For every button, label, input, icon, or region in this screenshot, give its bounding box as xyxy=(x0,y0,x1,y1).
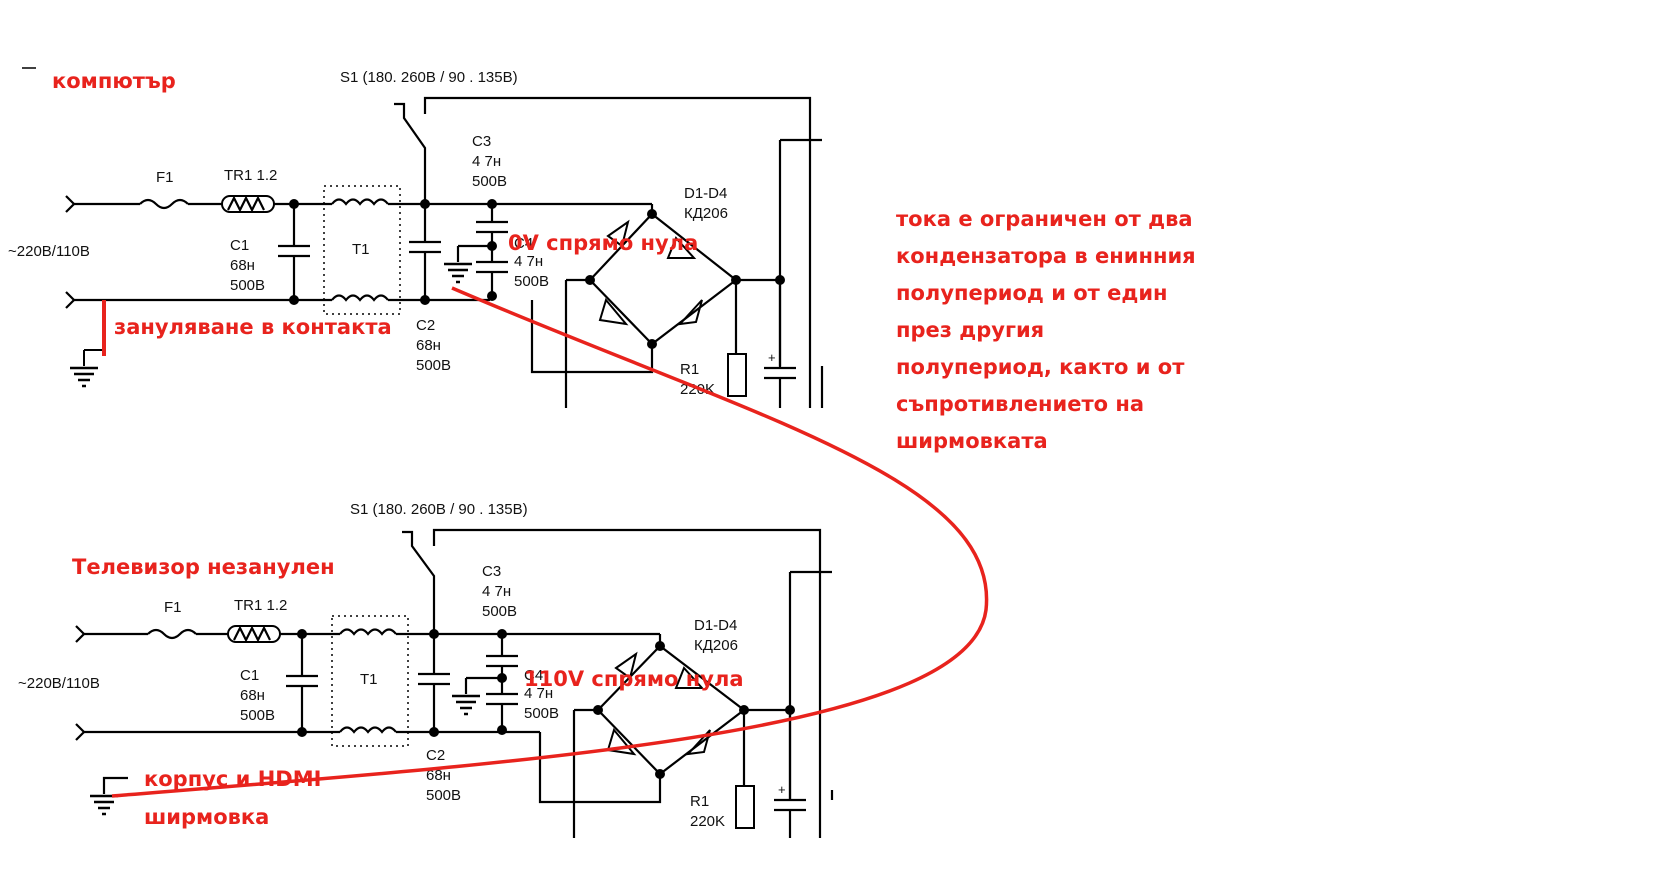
c1-value-top: 68н xyxy=(230,257,255,274)
explanation-line-4: през другия xyxy=(896,318,1044,342)
c4-voltage-bottom: 500В xyxy=(524,705,559,722)
choke-t1-top-b xyxy=(339,628,397,636)
c3-value-bottom: 4 7н xyxy=(482,583,511,600)
c1-name-top: C1 xyxy=(230,237,249,254)
thermistor-label-top: TR1 1.2 xyxy=(224,167,277,184)
r1-name-bottom: R1 xyxy=(690,793,709,810)
bridge-name-top: D1-D4 xyxy=(684,185,727,202)
note-110-volt: 110V спрямо нула xyxy=(524,667,744,691)
title-computer: компютър xyxy=(52,69,176,93)
c4-name-bottom: C4 xyxy=(524,667,543,684)
c4-value-bottom: 4 7н xyxy=(524,685,553,702)
c2-name-bottom: C2 xyxy=(426,747,445,764)
note-zero-volt: 0V спрямо нула xyxy=(508,231,698,255)
switch-s1 xyxy=(394,102,427,204)
bridge-type-bottom: КД206 xyxy=(694,637,738,654)
input-label-top: ~220В/110В xyxy=(8,243,90,260)
choke-t1-top xyxy=(331,198,389,206)
input-label-bottom: ~220В/110В xyxy=(18,675,100,692)
explanation-text: тока е ограничен от два кондензатора в е… xyxy=(896,207,1196,453)
fuse-label-top: F1 xyxy=(156,169,174,186)
explanation-line-5: полупериод, както и от xyxy=(896,355,1185,379)
c3-name-top: C3 xyxy=(472,133,491,150)
c4-voltage-top: 500В xyxy=(514,273,549,290)
input-terminal-bottom-b xyxy=(75,723,86,741)
fuse-label-bottom: F1 xyxy=(164,599,182,616)
explanation-line-3: полупериод и от един xyxy=(896,281,1168,305)
c1-voltage-top: 500В xyxy=(230,277,265,294)
explanation-line-2: кондензатора в енинния xyxy=(896,244,1196,268)
thermistor-label-bottom: TR1 1.2 xyxy=(234,597,287,614)
c2-value-top: 68н xyxy=(416,337,441,354)
choke-t1-bottom-b xyxy=(339,726,397,734)
c4-name-top: C4 xyxy=(514,235,533,252)
choke-t1-bottom xyxy=(331,294,389,302)
c4-value-top: 4 7н xyxy=(514,253,543,270)
c2-name-top: C2 xyxy=(416,317,435,334)
c3-value-top: 4 7н xyxy=(472,153,501,170)
title-tv: Телевизор незанулен xyxy=(72,555,335,579)
bottom-circuit: + xyxy=(75,528,834,838)
t1-label-bottom: T1 xyxy=(360,671,378,688)
note-case-line2: ширмовка xyxy=(144,805,269,829)
fuse-f1-b xyxy=(147,628,197,640)
bridge-name-bottom: D1-D4 xyxy=(694,617,737,634)
svg-text:+: + xyxy=(768,350,776,365)
switch-label-top: S1 (180. 260В / 90 . 135В) xyxy=(340,69,518,86)
explanation-line-1: тока е ограничен от два xyxy=(896,207,1193,231)
c2-value-bottom: 68н xyxy=(426,767,451,784)
transformer-t1-box-b xyxy=(331,615,409,747)
c2-voltage-top: 500В xyxy=(416,357,451,374)
input-terminal-bottom xyxy=(65,291,76,309)
switch-label-bottom: S1 (180. 260В / 90 . 135В) xyxy=(350,501,528,518)
r1-name-top: R1 xyxy=(680,361,699,378)
c1-name-bottom: C1 xyxy=(240,667,259,684)
resistor-r1-b xyxy=(735,785,755,829)
resistor-r1 xyxy=(727,353,747,397)
current-loop-path xyxy=(111,286,989,798)
c2-voltage-bottom: 500В xyxy=(426,787,461,804)
switch-s1-b xyxy=(402,530,436,634)
c3-name-bottom: C3 xyxy=(482,563,501,580)
explanation-line-7: ширмовката xyxy=(896,429,1048,453)
c3-voltage-top: 500В xyxy=(472,173,507,190)
c3-voltage-bottom: 500В xyxy=(482,603,517,620)
c1-voltage-bottom: 500В xyxy=(240,707,275,724)
svg-text:+: + xyxy=(778,782,786,797)
fuse-f1 xyxy=(139,198,189,210)
explanation-line-6: съпротивлението на xyxy=(896,392,1144,416)
input-terminal-top xyxy=(65,195,76,213)
c1-value-bottom: 68н xyxy=(240,687,265,704)
top-circuit: + xyxy=(65,96,824,408)
note-grounding: зануляване в контакта xyxy=(114,315,392,339)
r1-value-bottom: 220K xyxy=(690,813,725,830)
input-terminal-top-b xyxy=(75,625,86,643)
transformer-t1-box xyxy=(323,185,401,315)
t1-label-top: T1 xyxy=(352,241,370,258)
bridge-type-top: КД206 xyxy=(684,205,728,222)
